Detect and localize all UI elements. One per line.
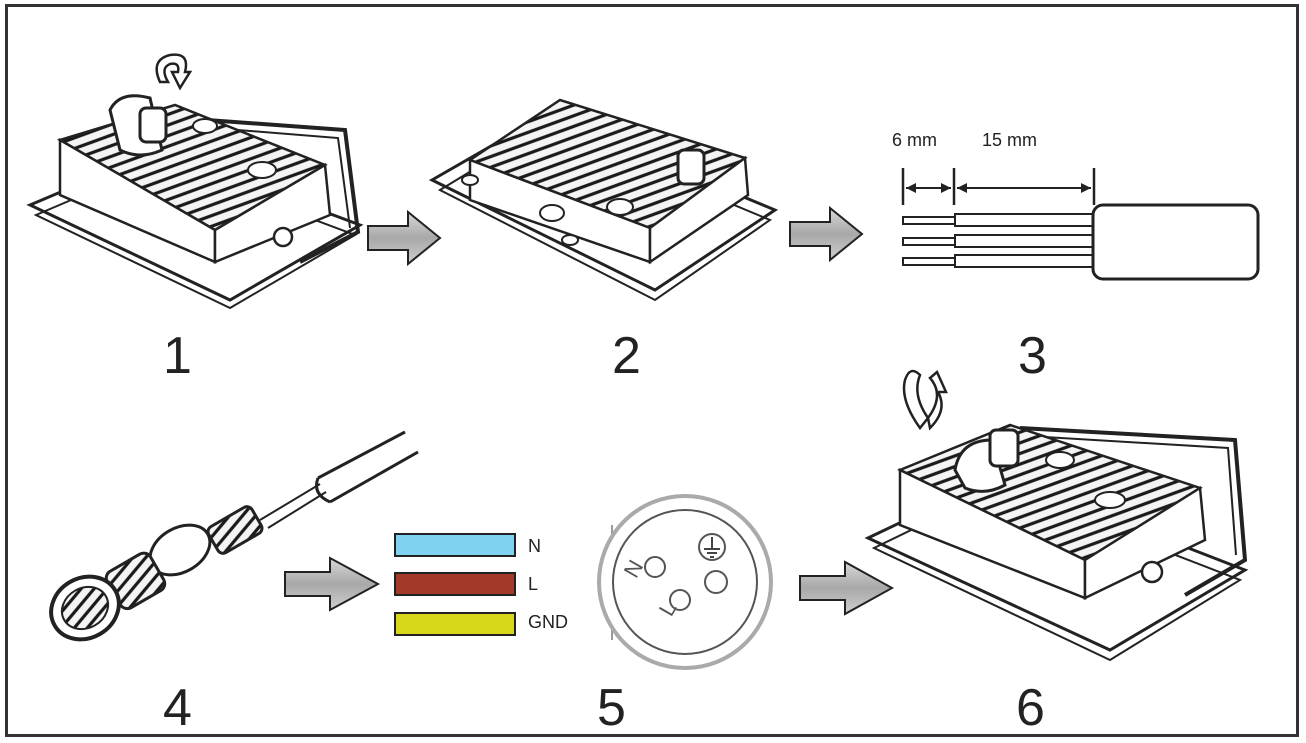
- rotate-arrow-icon: [902, 369, 948, 431]
- wire-bar-l: [394, 572, 516, 596]
- wire-label-gnd: GND: [528, 612, 568, 632]
- flow-arrow-icon: [284, 556, 381, 612]
- floodlight-step1: [26, 94, 364, 310]
- flow-arrow-icon: [799, 560, 895, 616]
- rotate-arrow-icon: [155, 53, 193, 91]
- step-number-3: 3: [1018, 327, 1047, 385]
- flow-arrow-icon: [789, 205, 864, 263]
- step-number-4: 4: [163, 679, 192, 737]
- flow-arrow-icon: [367, 209, 442, 267]
- wire-label-n: N: [528, 536, 541, 556]
- step-number-2: 2: [612, 327, 641, 385]
- strip-length-long: 15 mm: [982, 130, 1038, 150]
- connector-face: [597, 494, 773, 670]
- stripped-cable: [901, 168, 1260, 281]
- step-number-6: 6: [1016, 679, 1045, 737]
- floodlight-step2: [428, 98, 779, 302]
- wire-bar-gnd: [394, 612, 516, 636]
- cable-gland: [49, 430, 419, 642]
- wire-label-l: L: [528, 574, 539, 594]
- wire-bar-n: [394, 533, 516, 557]
- floodlight-step6: [864, 423, 1249, 662]
- strip-length-short: 6 mm: [892, 130, 937, 150]
- ground-symbol-icon: [704, 537, 720, 558]
- step-number-5: 5: [597, 679, 626, 737]
- step-number-1: 1: [163, 327, 192, 385]
